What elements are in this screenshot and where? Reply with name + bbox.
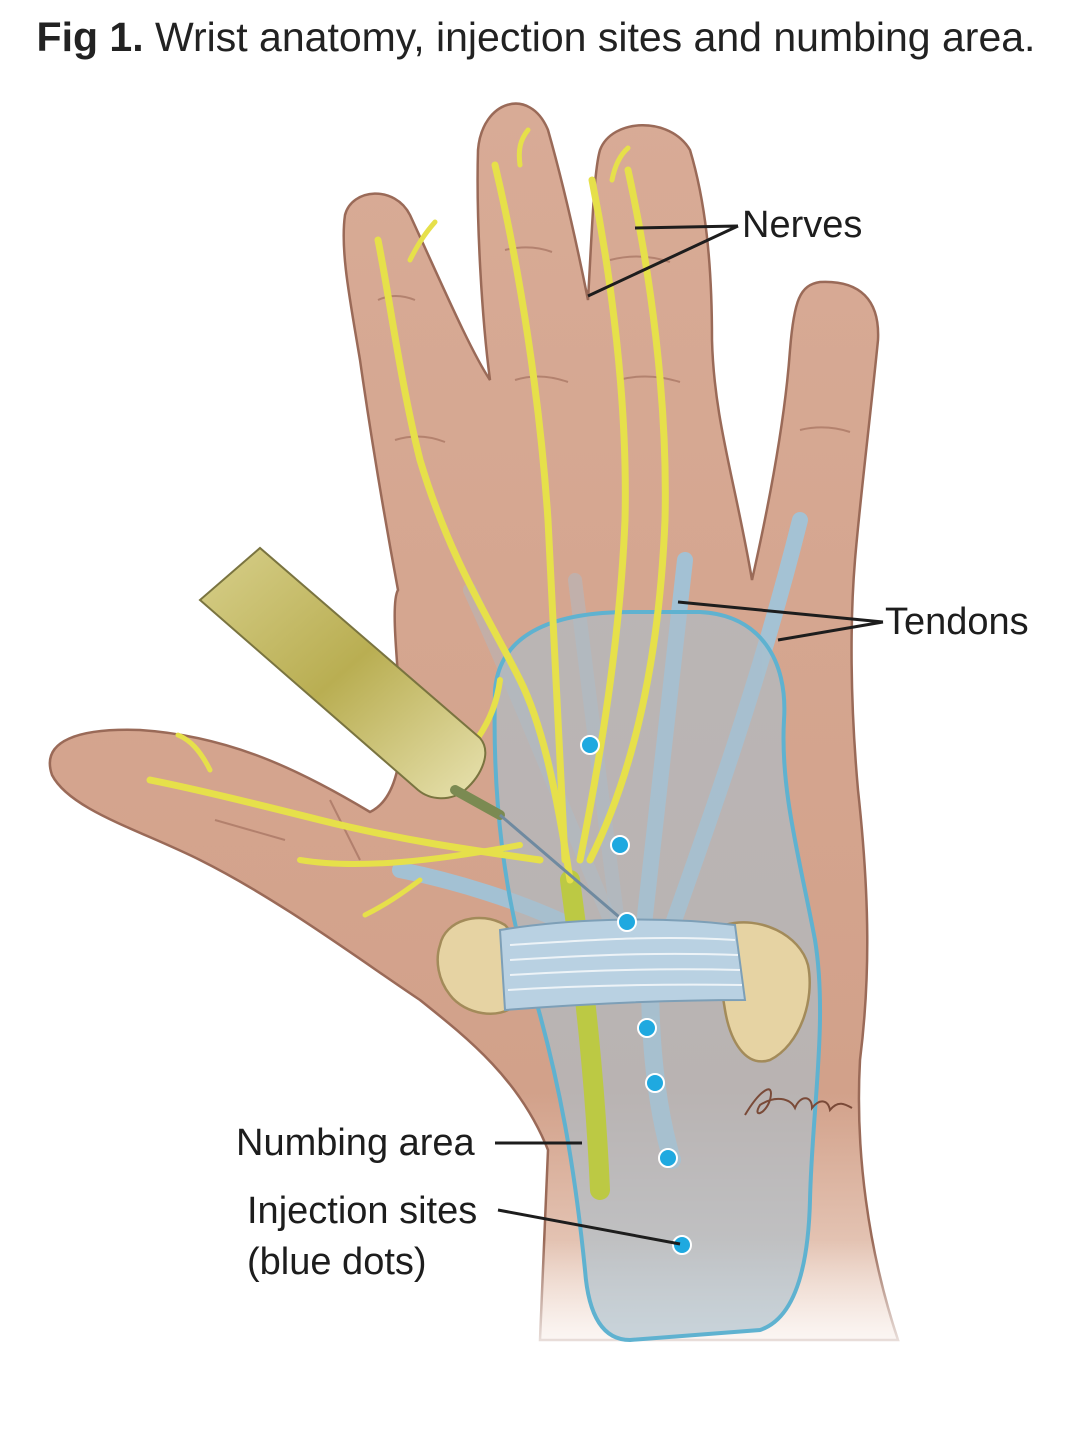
- figure-title-number: Fig 1.: [36, 14, 144, 60]
- leader-lines: [495, 224, 884, 1246]
- figure-title-text: Wrist anatomy, injection sites and numbi…: [155, 14, 1036, 60]
- numbing-area-label: Numbing area: [236, 1122, 475, 1164]
- tendons-leader: [677, 600, 884, 642]
- artist-signature: [744, 1088, 853, 1116]
- tendons-label: Tendons: [885, 601, 1029, 643]
- injection-dot: [580, 735, 600, 755]
- injection-sites-label: Injection sites: [247, 1190, 478, 1232]
- injection-dot: [645, 1073, 665, 1093]
- syringe: [198, 546, 626, 924]
- injection-dot: [617, 912, 637, 932]
- injection-dot: [658, 1148, 678, 1168]
- figure-title: Fig 1. Wrist anatomy, injection sites an…: [0, 14, 1072, 61]
- nerves-leader: [587, 224, 739, 298]
- injection-sites: [580, 735, 692, 1255]
- nerves-label: Nerves: [742, 204, 863, 246]
- carpal-bones-and-ligament: [436, 916, 811, 1063]
- injection-dot: [672, 1235, 692, 1255]
- injection-sites-note: (blue dots): [247, 1241, 427, 1283]
- injection-dot: [637, 1018, 657, 1038]
- injection-sites-leader: [497, 1208, 681, 1246]
- syringe-needle: [499, 813, 626, 924]
- injection-dot: [610, 835, 630, 855]
